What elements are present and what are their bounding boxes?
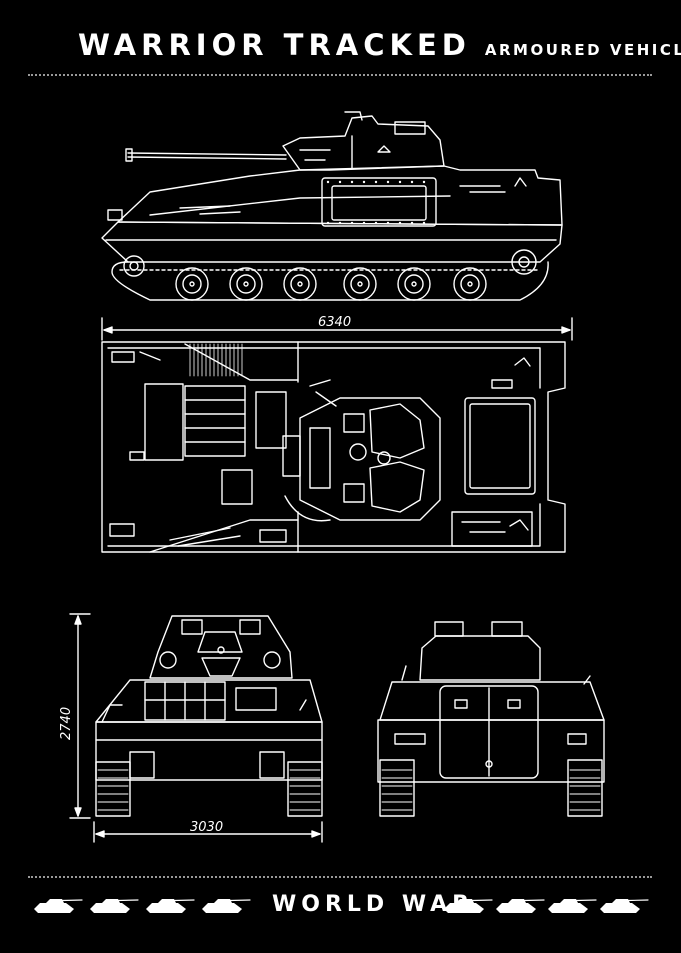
plan-hull-outline bbox=[101, 341, 566, 553]
road-wheels bbox=[123, 249, 537, 301]
tank-silhouette-icon bbox=[201, 898, 251, 914]
turret-top bbox=[299, 397, 441, 521]
rear-right-track bbox=[567, 759, 603, 817]
hull-lower bbox=[101, 221, 563, 263]
rear-door bbox=[439, 685, 539, 779]
tank-silhouette-icon bbox=[145, 898, 195, 914]
rear-turret bbox=[419, 635, 541, 681]
side-door bbox=[321, 177, 437, 227]
rear-left-track bbox=[379, 759, 415, 817]
title-main: WARRIOR TRACKED bbox=[78, 28, 471, 62]
height-dimension-label: 2740 bbox=[59, 707, 74, 740]
footer-tanks-left bbox=[33, 898, 251, 914]
title-subtitle: ARMOURED VEHICLE bbox=[484, 41, 681, 59]
front-left-track bbox=[95, 761, 131, 817]
turret-side bbox=[282, 115, 445, 171]
tank-silhouette-icon bbox=[495, 898, 545, 914]
plan-view bbox=[101, 341, 566, 553]
length-dimension-label: 6340 bbox=[318, 315, 351, 330]
tank-silhouette-icon bbox=[89, 898, 139, 914]
bottom-divider bbox=[28, 876, 652, 878]
side-view bbox=[101, 111, 573, 341]
poster-title: WARRIOR TRACKED ARMOURED VEHICLE bbox=[78, 28, 681, 62]
footer-label: WORLD WAR bbox=[272, 892, 475, 917]
hull-upper bbox=[117, 165, 563, 226]
front-right-track bbox=[287, 761, 323, 817]
tank-silhouette-icon bbox=[33, 898, 83, 914]
front-view bbox=[69, 613, 323, 843]
tank-silhouette-icon bbox=[599, 898, 649, 914]
tank-silhouette-icon bbox=[547, 898, 597, 914]
footer-tanks-right bbox=[443, 898, 649, 914]
rear-view bbox=[377, 621, 605, 817]
gun-barrel bbox=[127, 152, 287, 156]
top-divider bbox=[28, 74, 652, 76]
width-dimension-label: 3030 bbox=[190, 820, 223, 835]
front-turret bbox=[149, 615, 293, 679]
track-side bbox=[111, 261, 549, 301]
